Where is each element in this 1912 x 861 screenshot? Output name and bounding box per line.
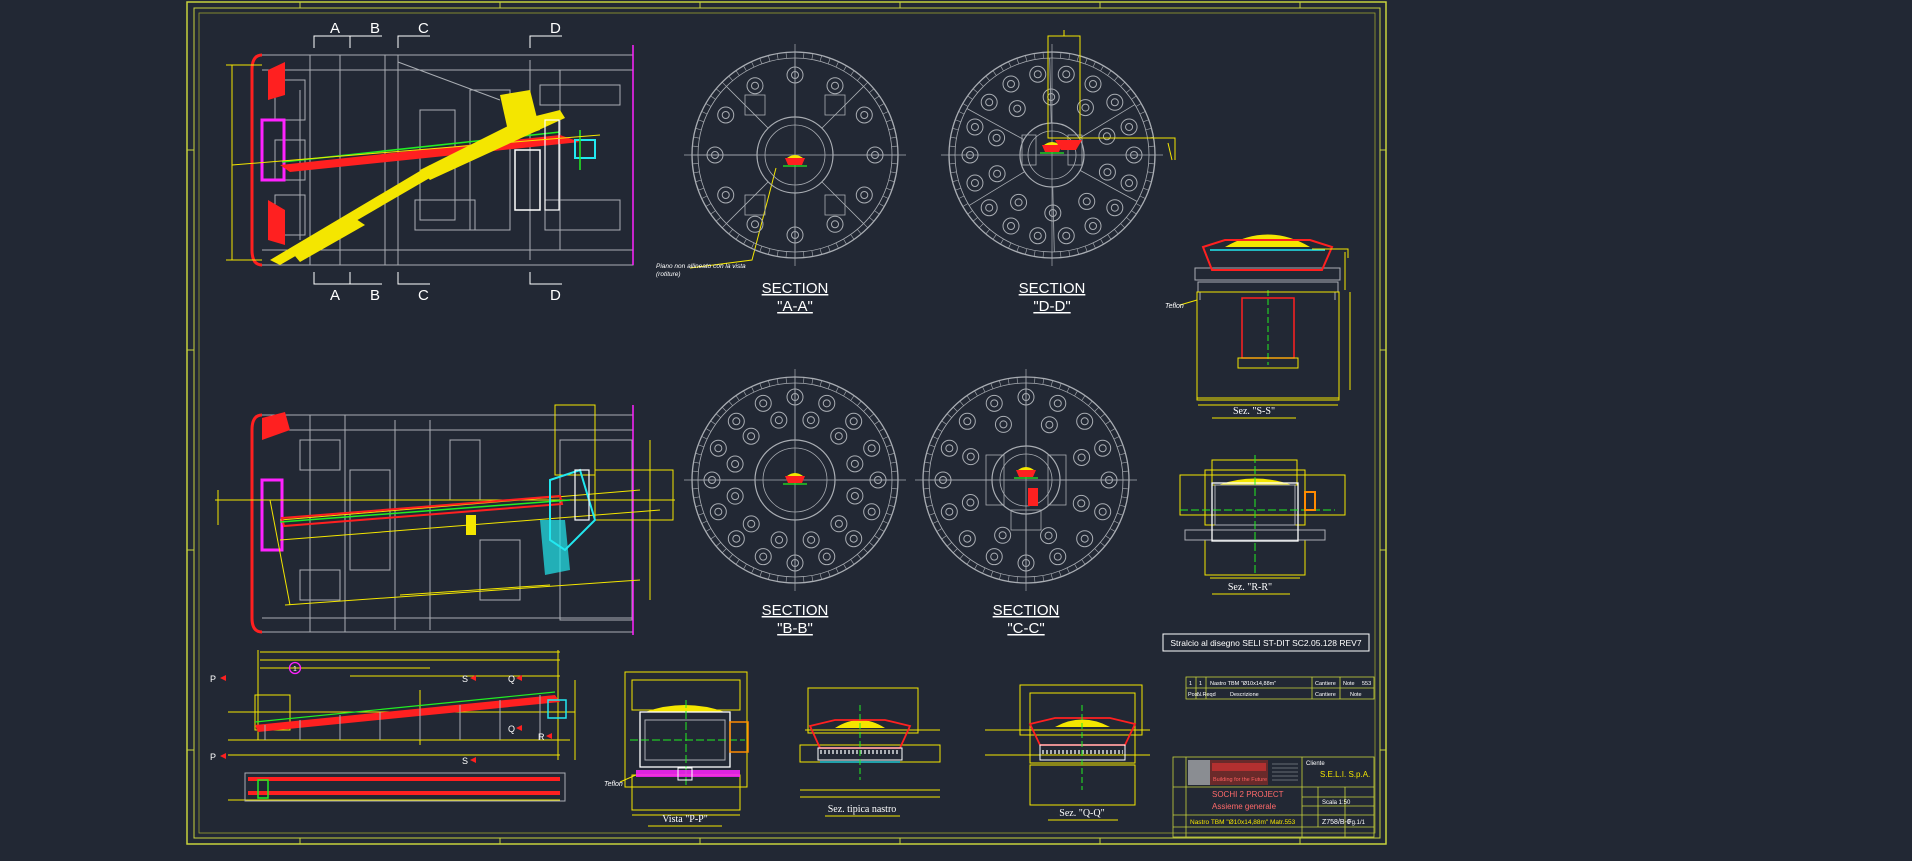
section-bb-name: "B-B" [777, 620, 813, 637]
section-rr-drawing: Sez. "R-R" [1179, 455, 1346, 595]
view-pp-drawing: Teflon Vista "P-P" [604, 671, 749, 827]
section-dd-label: SECTION [1019, 280, 1086, 297]
teflon-label-pp: Teflon [604, 781, 623, 788]
section-dd-callout [1047, 30, 1176, 161]
extract-note: Stralcio al disegno SELI ST-DIT SC2.05.1… [1170, 638, 1361, 648]
section-cc-label: SECTION [993, 602, 1060, 619]
section-rr-title: Sez. "R-R" [1228, 582, 1272, 593]
rev-row-matr: 553 [1362, 681, 1371, 687]
drawing-subtitle: Nastro TBM "Ø10x14,88m" Matr.553 [1190, 819, 1296, 826]
section-typical-title: Sez. tipica nastro [828, 804, 897, 815]
cut-letter-s2: S [462, 756, 468, 766]
client-label: Cliente [1306, 761, 1325, 767]
section-qq-drawing: Sez. "Q-Q" [985, 684, 1150, 821]
drawing-number: Z758/B-0 [1322, 819, 1351, 826]
rev-head-qty: N.Reqd [1197, 692, 1216, 698]
section-dd-drawing [941, 44, 1163, 266]
rev-row-site: Cantiere [1315, 681, 1336, 687]
marker-bottom-b: B [370, 287, 380, 304]
client-name: S.E.L.I. S.p.A. [1320, 770, 1370, 779]
tbm-side-view-bottom [215, 404, 675, 635]
marker-top-d: D [550, 20, 561, 37]
marker-top-c: C [418, 20, 429, 37]
section-bb-label: SECTION [762, 602, 829, 619]
cut-letter-s1: S [462, 674, 468, 684]
section-cc-name: "C-C" [1007, 620, 1044, 637]
section-bb-drawing [684, 369, 906, 591]
teflon-label-ss: Teflon [1165, 303, 1184, 310]
marker-bottom-d: D [550, 287, 561, 304]
drawing-title: Assieme generale [1212, 802, 1277, 811]
section-aa-drawing [684, 44, 906, 266]
cut-letter-r: R [538, 732, 545, 742]
section-cc-drawing [915, 369, 1137, 591]
plane-note-line2: (rotiture) [656, 271, 681, 278]
rev-row-qty: 1 [1199, 681, 1202, 687]
extract-note-box [1162, 633, 1370, 652]
plane-note-line1: Piano non allineato con la vista [656, 263, 746, 270]
section-dd-name: "D-D" [1033, 298, 1070, 315]
sheet-frame [186, 1, 1387, 845]
rev-head-site: Cantiere [1315, 692, 1336, 698]
view-pp-title: Vista "P-P" [662, 814, 708, 825]
rev-head-desc: Descrizione [1230, 692, 1259, 698]
marker-top-b: B [370, 20, 380, 37]
rev-head-note: Note [1350, 692, 1362, 698]
section-typical-belt-drawing: Sez. tipica nastro [799, 687, 941, 817]
conveyor-elevation: 1 P P S S Q Q R [210, 650, 576, 802]
rev-row-desc: Nastro TBM "Ø10x14,88m" [1210, 681, 1276, 687]
tbm-side-view-top: A B C D A B C D Piano non allineato con … [226, 20, 777, 304]
project-name: SOCHI 2 PROJECT [1212, 790, 1284, 799]
section-aa-name: "A-A" [777, 298, 813, 315]
marker-bottom-a: A [330, 287, 340, 304]
section-ss-title: Sez. "S-S" [1233, 406, 1275, 417]
frame-ticks [187, 2, 1386, 844]
marker-bottom-c: C [418, 287, 429, 304]
marker-top-a: A [330, 20, 340, 37]
revision-block: 1 1 Nastro TBM "Ø10x14,88m" Cantiere Not… [1185, 676, 1375, 700]
company-tagline: Building for the Future [1213, 777, 1267, 783]
rev-row-pos: 1 [1189, 681, 1192, 687]
title-block: Building for the Future Cliente S.E.L.I.… [1172, 756, 1375, 838]
section-ss-drawing: Teflon Sez. "S-S" [1165, 234, 1351, 419]
sheet-number: Fg.1/1 [1348, 820, 1366, 826]
cut-letter-p1: P [210, 674, 216, 684]
section-qq-title: Sez. "Q-Q" [1059, 808, 1104, 819]
rev-row-note: Note [1343, 681, 1355, 687]
drawing-scale: Scala 1:50 [1322, 800, 1351, 806]
cut-letter-p2: P [210, 752, 216, 762]
section-aa-label: SECTION [762, 280, 829, 297]
item-balloon: 1 [293, 666, 297, 673]
rev-head-pos: Pos. [1188, 692, 1199, 698]
cut-letter-q2: Q [508, 724, 515, 734]
cut-letter-q1: Q [508, 674, 515, 684]
section-dd-belt [1055, 140, 1082, 150]
